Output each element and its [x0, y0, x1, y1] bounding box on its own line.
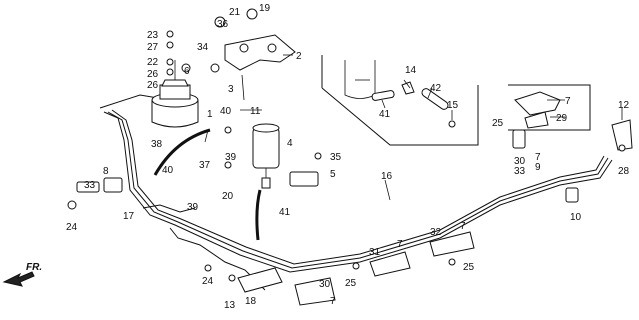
callout-16: 16 [381, 171, 393, 182]
callout-3: 3 [228, 84, 234, 95]
callout-38: 38 [151, 139, 163, 150]
fuel-filter-assembly [151, 60, 199, 128]
callout-23: 23 [147, 30, 159, 41]
fuel-pipes [99, 94, 613, 291]
callout-25-right: 25 [492, 118, 504, 129]
callout-7-clip: 7 [460, 221, 466, 232]
leader-lines [204, 54, 623, 201]
callout-39-lower: 39 [187, 202, 199, 213]
callout-40-upper: 40 [220, 106, 232, 117]
callout-8: 8 [103, 166, 109, 177]
inset-detail-box [321, 55, 479, 146]
callout-9: 9 [535, 162, 541, 173]
callout-18: 18 [245, 296, 257, 307]
callout-41-hose: 41 [279, 207, 291, 218]
callout-27: 27 [147, 42, 159, 53]
callout-7-bottom: 7 [330, 296, 336, 307]
clips-and-hardware [67, 8, 579, 306]
callout-12: 12 [618, 100, 630, 111]
callout-36: 36 [217, 19, 229, 30]
callout-33-left: 33 [84, 180, 96, 191]
right-clip-group-box [508, 84, 591, 149]
callout-10: 10 [570, 212, 582, 223]
callout-15: 15 [447, 100, 459, 111]
callout-39-upper: 39 [225, 152, 237, 163]
callout-29: 29 [556, 113, 568, 124]
callout-13: 13 [224, 300, 236, 311]
callout-7-mid: 7 [535, 152, 541, 163]
callout-28: 28 [618, 166, 630, 177]
callout-37: 37 [199, 160, 211, 171]
callout-42: 42 [430, 83, 442, 94]
fuel-filter-canister [252, 123, 280, 189]
callout-22: 22 [147, 57, 159, 68]
callout-24-left: 24 [66, 222, 78, 233]
callout-41-inset: 41 [379, 109, 391, 120]
callout-4: 4 [287, 138, 293, 149]
callout-25-center: 25 [345, 278, 357, 289]
hoses [153, 128, 262, 241]
callout-25-lower: 25 [463, 262, 475, 273]
callout-31: 31 [369, 247, 381, 258]
callout-11: 11 [250, 106, 261, 117]
callout-17: 17 [123, 211, 135, 222]
mounting-bracket [224, 34, 296, 71]
callout-32: 32 [430, 227, 442, 238]
callout-35: 35 [330, 152, 342, 163]
callout-21: 21 [229, 7, 241, 18]
callout-34: 34 [197, 42, 209, 53]
callout-30-right: 30 [514, 156, 526, 167]
callout-30-bottom: 30 [319, 279, 331, 290]
callout-24-bottom: 24 [202, 276, 214, 287]
callout-40-lower: 40 [162, 165, 174, 176]
callout-26-lower: 26 [147, 80, 159, 91]
callout-5: 5 [330, 169, 336, 180]
callout-7-top: 7 [565, 96, 571, 107]
callout-20: 20 [222, 191, 234, 202]
callout-6: 6 [184, 66, 190, 77]
callout-2: 2 [296, 51, 302, 62]
callout-7-lower: 7 [397, 239, 403, 250]
callout-26-upper: 26 [147, 69, 159, 80]
callout-19: 19 [259, 3, 271, 14]
front-direction-arrow: FR. [2, 262, 42, 287]
callout-14: 14 [405, 65, 417, 76]
callout-labels: 1 2 3 4 5 6 7 7 7 7 7 8 9 10 11 12 13 14… [66, 3, 630, 311]
callout-33-right: 33 [514, 166, 526, 177]
front-direction-label: FR. [26, 262, 42, 273]
right-bracket [611, 119, 633, 152]
callout-1: 1 [207, 109, 213, 120]
